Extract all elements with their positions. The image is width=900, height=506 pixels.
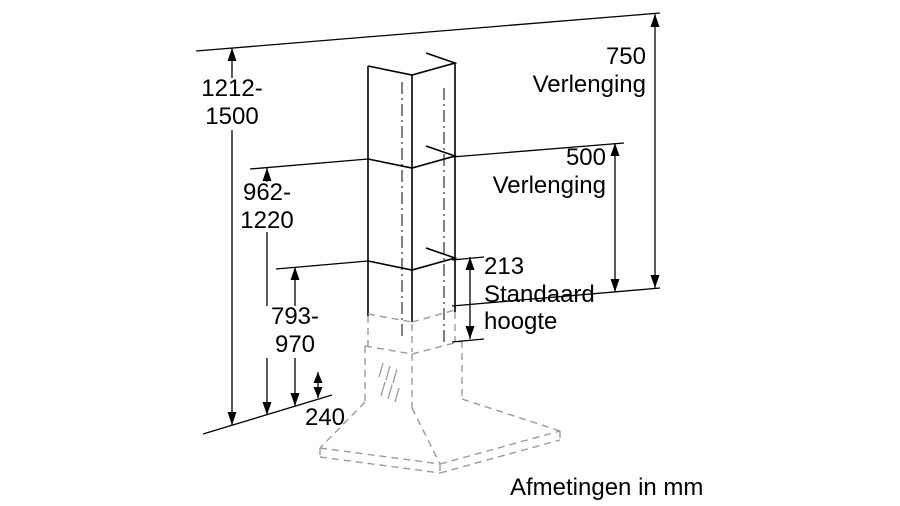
- hood-canopy-band-bottom: [319, 456, 441, 474]
- ref-line-213-top: [451, 256, 485, 261]
- dim-standard-chimney-label-line1: Standaard: [484, 281, 595, 308]
- ref-line-lower-left: [275, 260, 369, 270]
- hood-dashed-outline: [319, 309, 561, 474]
- dim-total-height-value-line1: 1212-: [201, 75, 262, 102]
- dim-mid-height-value-line2: 1220: [240, 207, 293, 234]
- dim-mid-height-value-line1: 962-: [243, 179, 291, 206]
- ref-line-213-bottom: [451, 338, 485, 343]
- hood-canopy-rim-side: [439, 430, 561, 465]
- chimney-top-rim: [367, 52, 458, 76]
- dim-hood-body-height-value: 240: [305, 404, 345, 431]
- filter-hatch-marks: [378, 362, 400, 403]
- chimney-lower-rim: [367, 247, 458, 271]
- dim-extension-500-label: Verlenging: [493, 172, 606, 199]
- dim-extension-500-value: 500: [566, 144, 606, 171]
- label-backdrops: [199, 78, 328, 358]
- chimney-mid-rim: [367, 145, 458, 169]
- dim-extension-750-label: Verlenging: [533, 71, 646, 98]
- hood-neck-top: [364, 345, 413, 355]
- ref-line-mid-left: [249, 158, 369, 170]
- dim-standard-chimney-value: 213: [484, 253, 524, 280]
- chimney-bottom-band: [411, 309, 456, 323]
- hood-canopy-band-bottom: [439, 439, 561, 474]
- chimney-outline: [367, 52, 458, 322]
- chimney-bottom-band: [367, 313, 413, 323]
- dim-standard-height-value-line2: 970: [275, 331, 315, 358]
- ref-line-500-top: [451, 142, 625, 158]
- dim-standard-chimney-label-line2: hoogte: [484, 308, 557, 335]
- hood-canopy-slant-right: [461, 398, 561, 432]
- units-note: Afmetingen in mm: [510, 474, 703, 501]
- hood-neck-top: [411, 340, 463, 355]
- dimension-arrowheads: [227, 14, 660, 425]
- hood-canopy-slant-left: [319, 401, 366, 449]
- center-lines: [401, 82, 445, 344]
- ref-line-top: [195, 12, 661, 52]
- ref-line-extension-bottom: [451, 287, 661, 307]
- hood-canopy-slant-corner: [411, 407, 441, 465]
- dim-extension-750-value: 750: [606, 43, 646, 70]
- dim-standard-height-value-line1: 793-: [271, 303, 319, 330]
- dim-total-height-value-line2: 1500: [205, 103, 258, 130]
- hood-canopy-rim-front: [319, 447, 441, 465]
